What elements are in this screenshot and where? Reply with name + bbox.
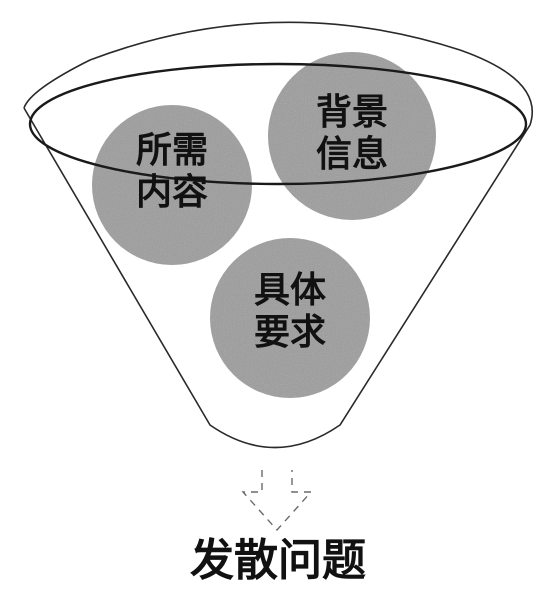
down-arrow-icon: [241, 470, 313, 532]
circle-specific-requirements: [210, 238, 370, 398]
circle-label-line1: 所需: [136, 130, 208, 171]
output-label: 发散问题: [190, 535, 366, 586]
funnel-rim: [28, 62, 528, 186]
circle-label-line2: 要求: [254, 312, 326, 353]
circle-label-line2: 信息: [316, 134, 388, 175]
circle-label-line1: 具体: [254, 270, 326, 311]
label-specific-requirements: 具体 要求: [254, 270, 326, 353]
circle-label-line1: 背景: [316, 92, 388, 133]
circle-label-line2: 内容: [136, 172, 208, 213]
label-background-info: 背景 信息: [316, 92, 388, 175]
circle-required-content: [92, 105, 252, 265]
funnel-outline: [23, 21, 534, 449]
label-required-content: 所需 内容: [136, 130, 208, 213]
